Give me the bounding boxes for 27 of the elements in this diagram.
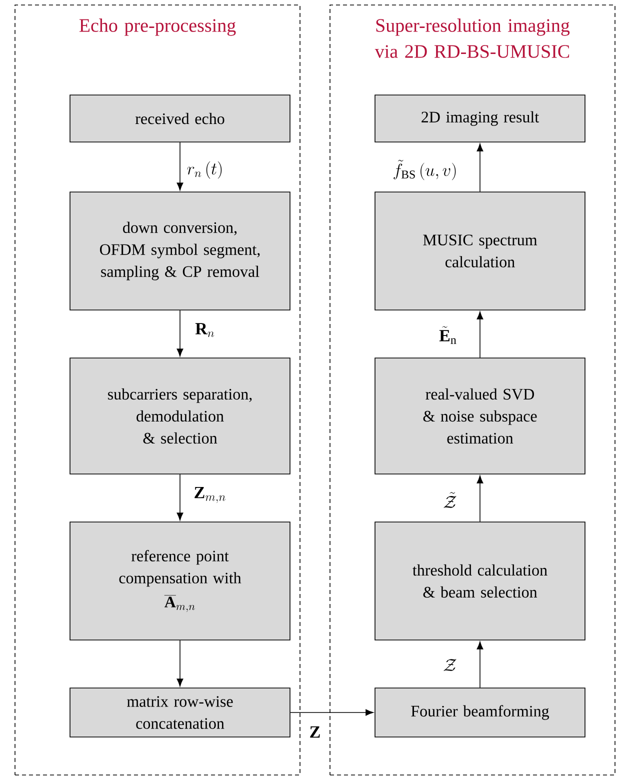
process-box: threshold calculation & beam selection <box>374 522 586 640</box>
arrow <box>176 474 184 520</box>
arrow <box>476 642 484 688</box>
process-box: reference point compensation with $\overline{\mathbf{A}}_{m,n}$ <box>70 522 290 640</box>
process-box: matrix row-wise concatenation <box>70 688 290 738</box>
edge-label: $\tilde{f}_{\mathrm{BS}}\left(u,v\right)$ <box>394 160 456 180</box>
edge-label: $\mathbf{R}_{n}$ <box>195 323 214 337</box>
edge-label: $r_{n}\left(t\right)$ <box>187 161 222 179</box>
process-box: real-valued SVD & noise subspace estimation <box>374 358 586 474</box>
arrow <box>476 312 484 358</box>
edge-label: $\mathcal{Z}$ <box>444 659 456 671</box>
arrow <box>176 310 184 356</box>
arrow <box>176 142 184 190</box>
arrow <box>476 144 484 192</box>
arrow <box>476 476 484 522</box>
process-box: 2D imaging result <box>374 94 586 142</box>
process-box: down conversion, OFDM symbol segment, sampling & CP removal <box>70 192 290 310</box>
edge-label: $\mathbf{Z}_{m,n}$ <box>194 486 226 504</box>
edge-label: $\tilde{\mathbf{E}}_{\mathrm{n}}$ <box>439 326 456 344</box>
arrow <box>176 640 184 686</box>
arrow <box>290 709 374 716</box>
process-box: Fourier beamforming <box>374 688 586 738</box>
edge-label: $\tilde{\mathcal{Z}}$ <box>444 492 456 508</box>
edge-label: $\mathbf{Z}$ <box>310 726 320 738</box>
process-box: MUSIC spectrum calculation <box>374 192 586 310</box>
process-box: subcarriers separation, demodulation & selection <box>70 358 290 474</box>
process-box: received echo <box>70 94 290 142</box>
